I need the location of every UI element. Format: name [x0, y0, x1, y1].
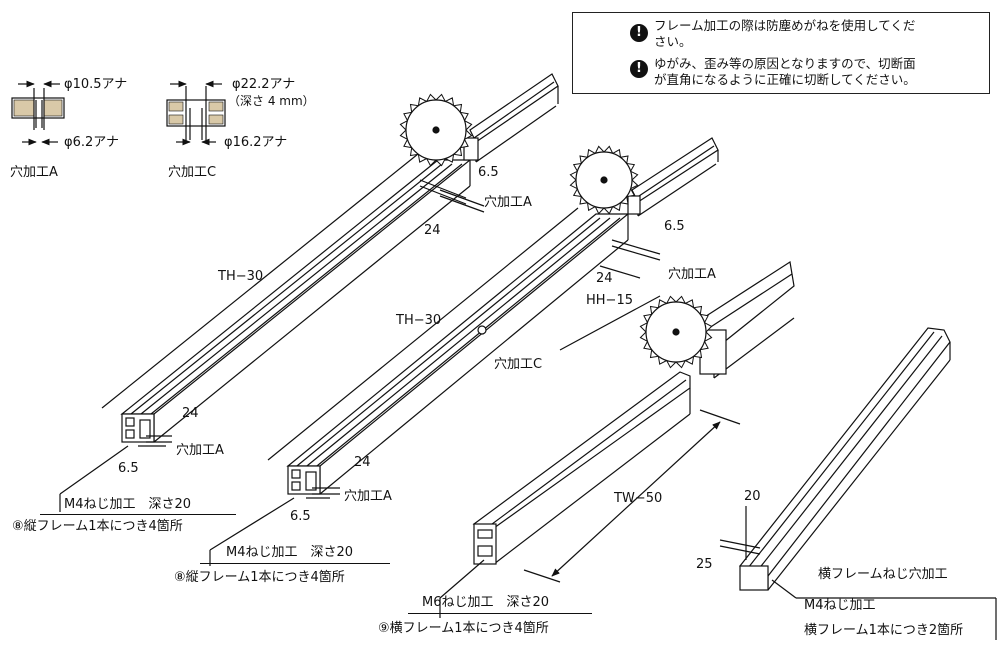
- frame3-tap-label: M6ねじ加工 深さ20: [422, 595, 550, 610]
- frame2-top-dim-6-5: 6.5: [664, 219, 685, 234]
- frame1-bottom-hole: 穴加工A: [176, 443, 224, 458]
- frame1-top-hole: 穴加工A: [484, 195, 532, 210]
- hole-c-section-icon: [166, 80, 226, 146]
- frame2-name: TH−30: [396, 313, 442, 328]
- frame4-title: 横フレームねじ穴加工: [818, 567, 948, 582]
- frame3-name: TW−50: [614, 491, 663, 506]
- frame1-bottom-dim-24: 24: [182, 406, 199, 421]
- frame3-tap-underline: [408, 613, 592, 614]
- frame4-dim-25: 25: [696, 557, 713, 572]
- frame1-tap-note: ⑧縦フレーム1本につき4箇所: [12, 519, 183, 534]
- frame1-extrusion: [120, 159, 472, 443]
- saw-blade-icon: [399, 93, 473, 167]
- exclamation-icon: !: [630, 60, 648, 78]
- safety-note-2-line-1: ゆがみ、歪み等の原因となりますので、切断面: [654, 56, 916, 71]
- exclamation-icon: !: [630, 24, 648, 42]
- hole-a-title: 穴加工A: [10, 165, 58, 180]
- frame2-mid-hole: 穴加工C: [494, 357, 543, 372]
- frame2-tap-underline: [200, 563, 390, 564]
- hole-c-depth: （深さ 4 mm）: [228, 94, 315, 108]
- frame3-extrusion: [472, 371, 691, 565]
- saw-blade-icon: [569, 145, 639, 215]
- hole-c-title: 穴加工C: [168, 165, 217, 180]
- frame1-top-dim-24: 24: [424, 223, 441, 238]
- frame4-tap-note: 横フレーム1本につき2箇所: [804, 623, 964, 638]
- hole-c-bottom-dim: φ16.2アナ: [224, 135, 288, 150]
- frame2-bottom-dim-24: 24: [354, 455, 371, 470]
- safety-note-2-line-2: が直角になるように正確に切断してください。: [654, 72, 916, 87]
- frame3-offcut: [699, 261, 795, 379]
- frame1-name: TH−30: [218, 269, 264, 284]
- frame4-tap-label: M4ねじ加工: [804, 598, 876, 613]
- hole-a-top-dim: φ10.5アナ: [64, 77, 128, 92]
- frame1-tap-label: M4ねじ加工 深さ20: [64, 497, 192, 512]
- frame1-bottom-dim-6-5: 6.5: [118, 461, 139, 476]
- frame2-bottom-hole: 穴加工A: [344, 489, 392, 504]
- safety-note-1-line-2: さい。: [654, 34, 692, 49]
- saw-blade-icon: [639, 295, 713, 369]
- frame4-dim-20: 20: [744, 489, 761, 504]
- frame1-tap-underline: [40, 514, 236, 515]
- frame2-top-hole: 穴加工A: [668, 267, 716, 282]
- frame2-tap-label: M4ねじ加工 深さ20: [226, 545, 354, 560]
- frame1-top-dim-6-5: 6.5: [478, 165, 499, 180]
- hole-a-bottom-dim: φ6.2アナ: [64, 135, 119, 150]
- safety-note-1-line-1: フレーム加工の際は防塵めがねを使用してくだ: [654, 18, 916, 33]
- frame4-extrusion: [739, 327, 951, 591]
- frame3-tap-note: ⑨横フレーム1本につき4箇所: [378, 621, 549, 636]
- frame2-tap-note: ⑧縦フレーム1本につき4箇所: [174, 570, 345, 585]
- frame2-top-dim-24: 24: [596, 271, 613, 286]
- frame2-bottom-dim-6-5: 6.5: [290, 509, 311, 524]
- frame2-hh-label: HH−15: [586, 293, 633, 308]
- hole-a-section-icon: [11, 80, 65, 146]
- frame1-offcut: [463, 73, 559, 163]
- frame2-offcut: [627, 137, 719, 217]
- hole-c-top-dim: φ22.2アナ: [232, 77, 296, 92]
